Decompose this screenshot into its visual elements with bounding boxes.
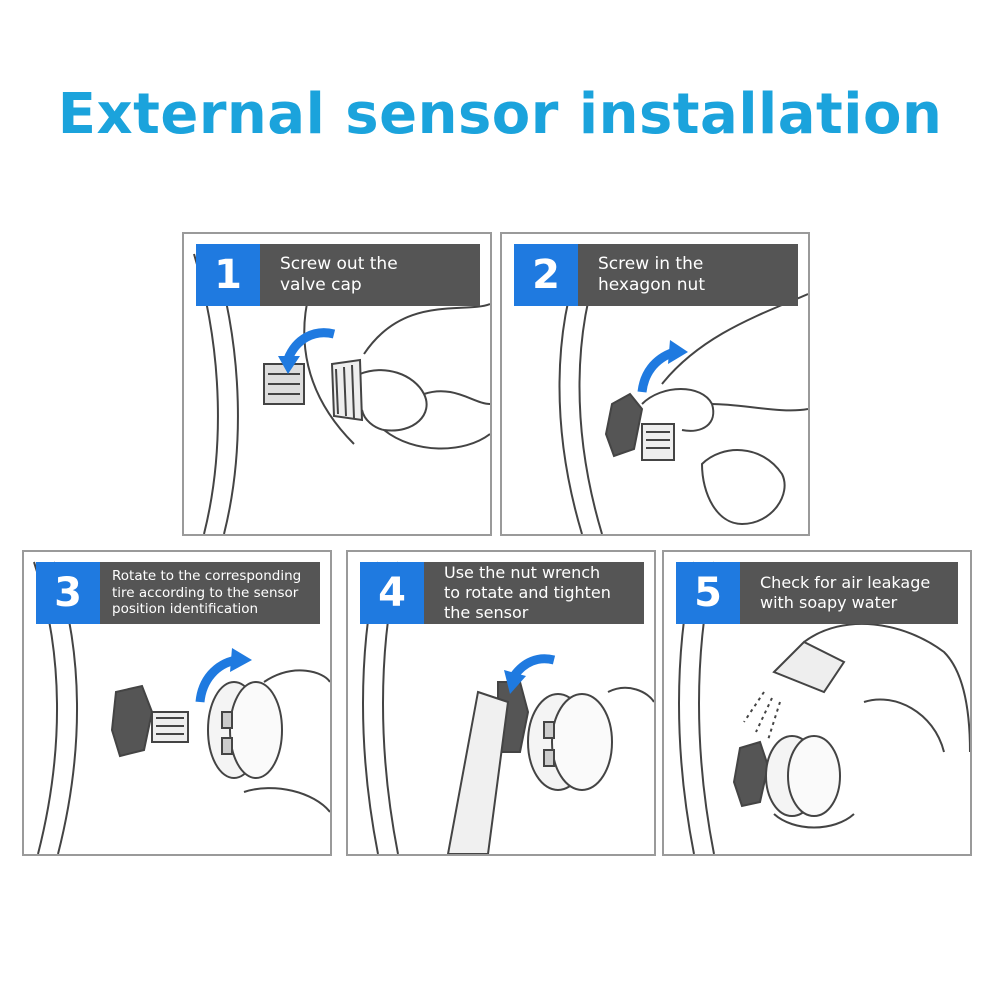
step-4-illustration xyxy=(362,561,654,854)
step-4-caption: Use the nut wrench to rotate and tighten… xyxy=(424,562,644,624)
page-title: External sensor installation xyxy=(57,82,943,147)
step-3-caption: Rotate to the corresponding tire accordi… xyxy=(100,562,320,624)
step-1-panel: 1 Screw out the valve cap xyxy=(182,232,492,536)
step-3-panel: 3 Rotate to the corresponding tire accor… xyxy=(22,550,332,856)
step-3-number: 3 xyxy=(36,562,100,624)
step-2-caption: Screw in the hexagon nut xyxy=(578,244,798,306)
step-1-caption: Screw out the valve cap xyxy=(260,244,480,306)
step-5-caption: Check for air leakage with soapy water xyxy=(740,562,958,624)
step-1-number: 1 xyxy=(196,244,260,306)
rotate-arrow-icon xyxy=(283,328,336,361)
step-4-panel: 4 Use the nut wrench to rotate and tight… xyxy=(346,550,656,856)
step-5-illustration xyxy=(678,561,970,854)
step-2-panel: 2 Screw in the hexagon nut xyxy=(500,232,810,536)
step-2-number: 2 xyxy=(514,244,578,306)
step-5-panel: 5 Check for air leakage with soapy water xyxy=(662,550,972,856)
step-1-illustration xyxy=(193,253,490,534)
rotate-arrow-icon xyxy=(510,654,556,679)
step-5-number: 5 xyxy=(676,562,740,624)
step-4-number: 4 xyxy=(360,562,424,624)
